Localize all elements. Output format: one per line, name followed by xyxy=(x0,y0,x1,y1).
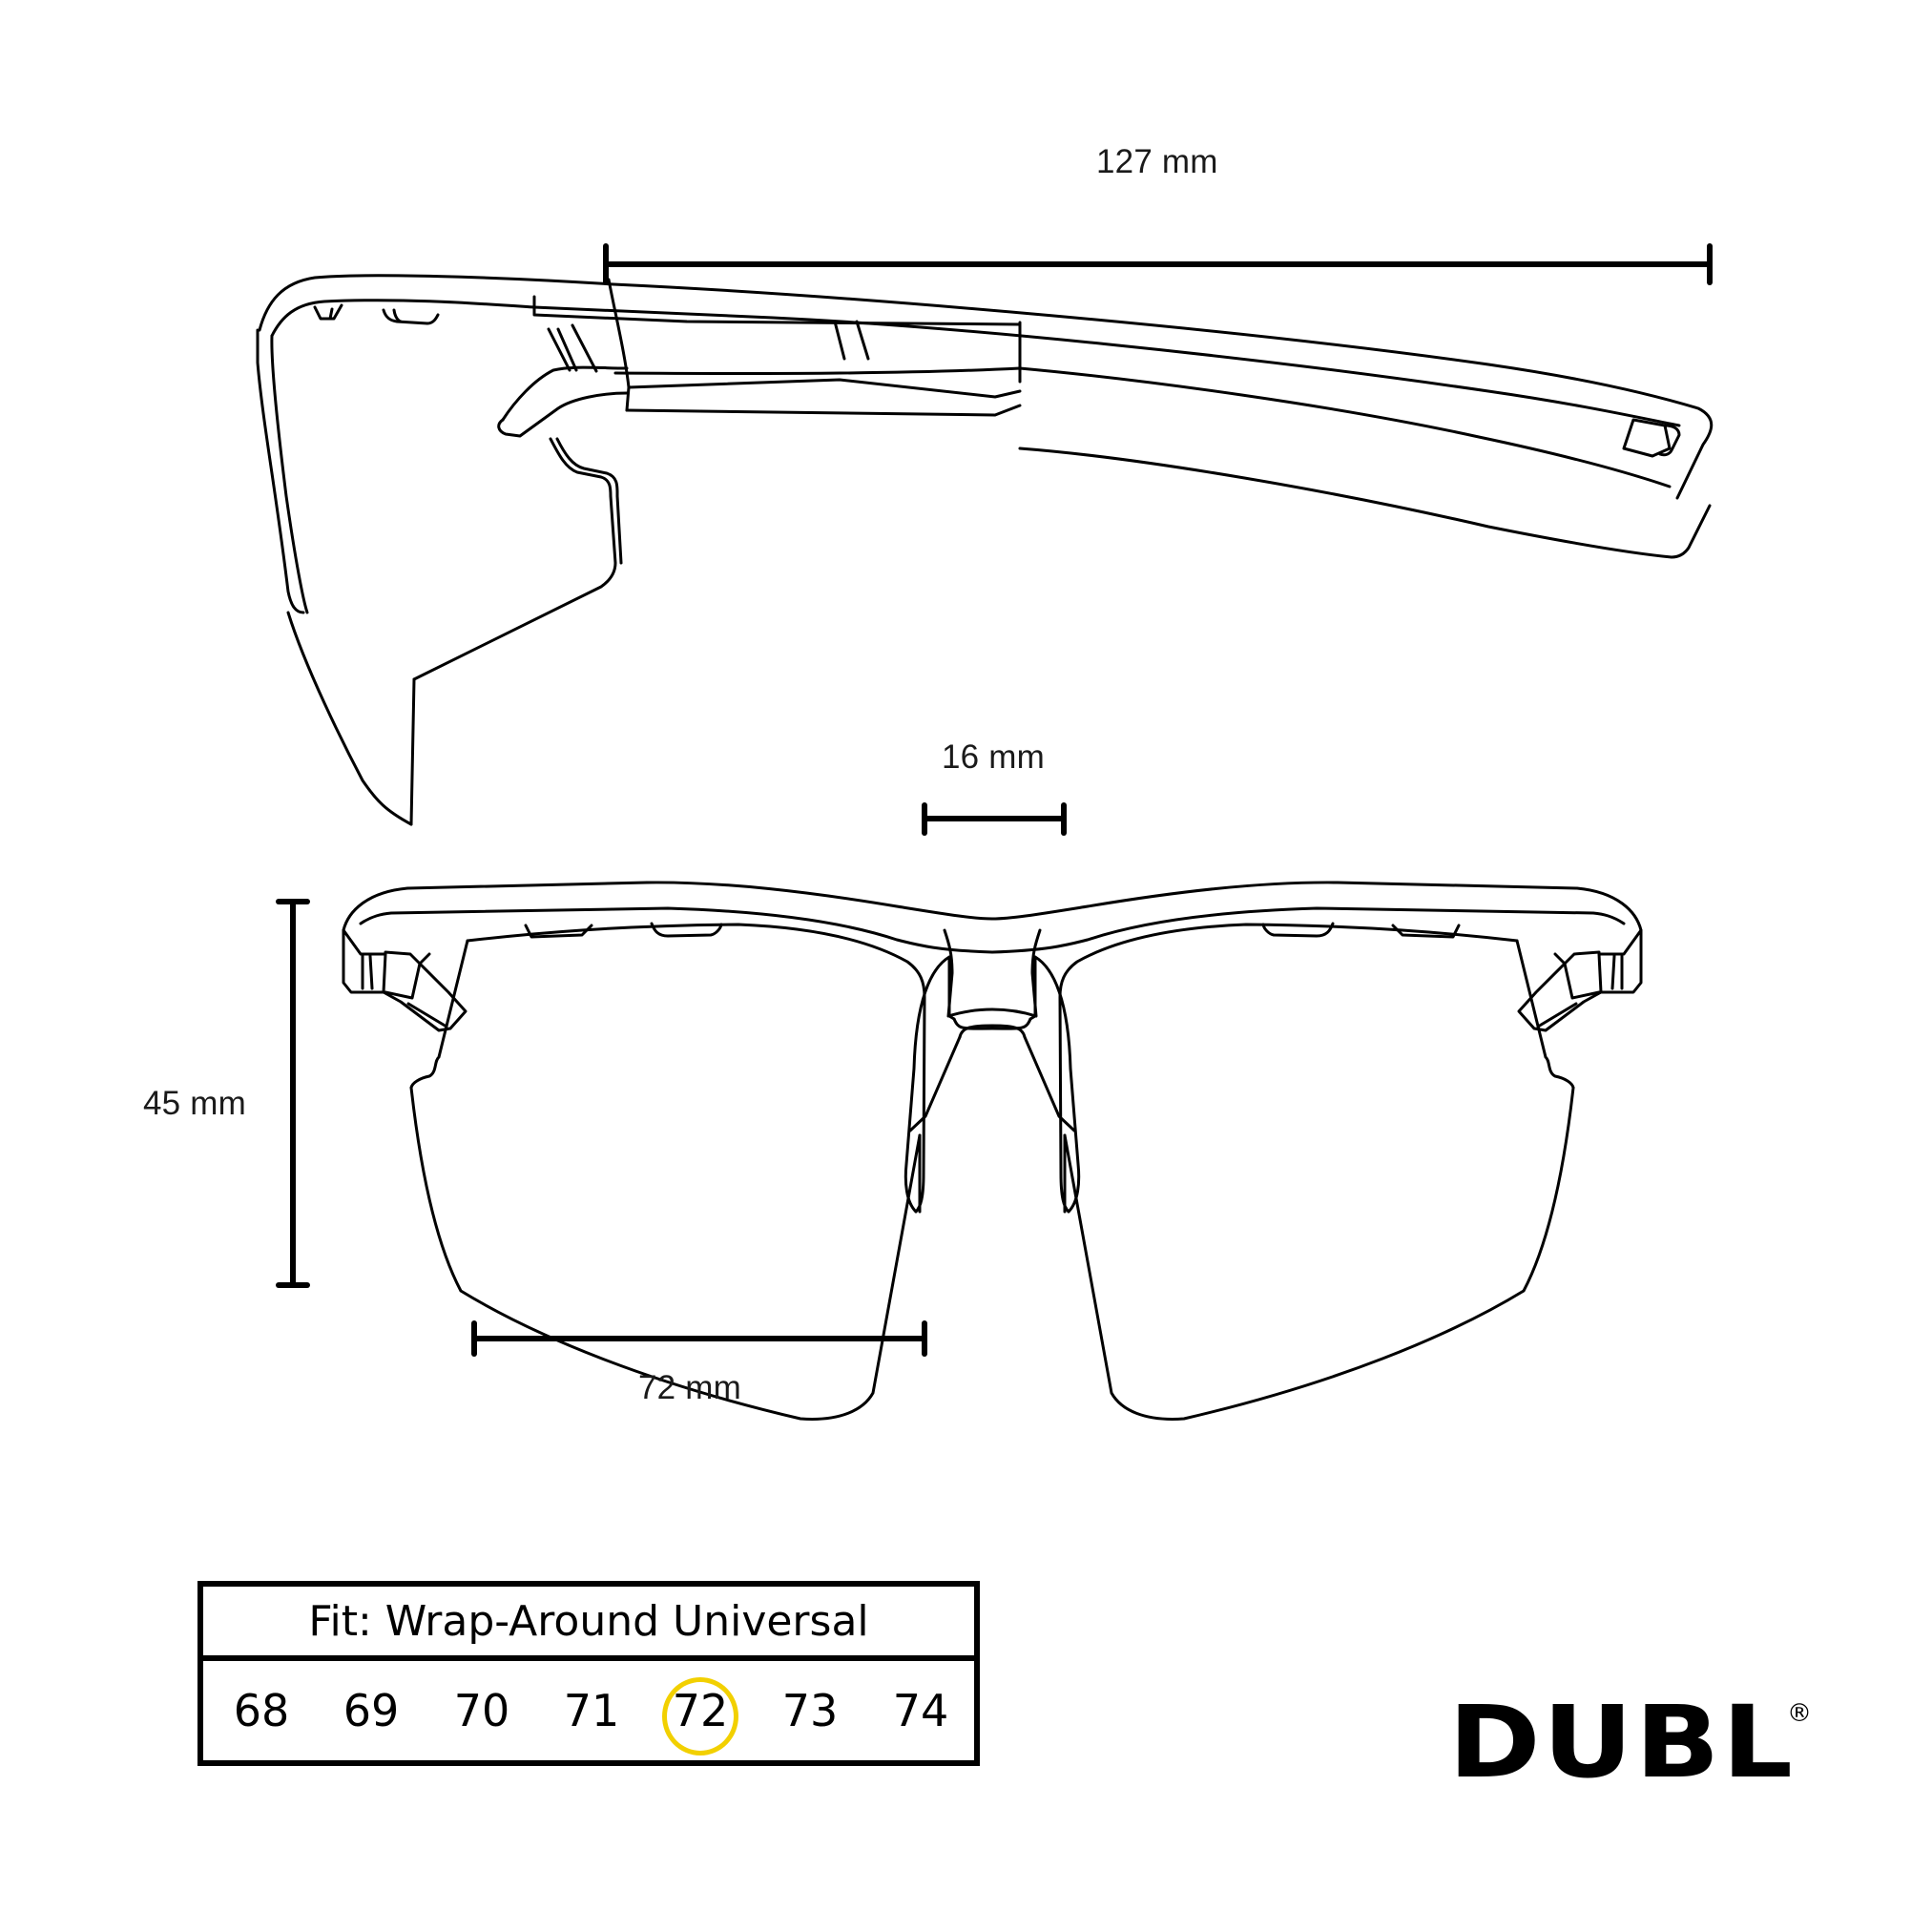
dimension-line-16 xyxy=(922,802,1067,836)
side-view-glasses xyxy=(256,274,1714,826)
dimension-line-72 xyxy=(471,1320,927,1357)
height-dimension-label: 45 mm xyxy=(143,1085,246,1122)
dimension-line-45 xyxy=(276,899,310,1288)
front-view-glasses xyxy=(342,881,1643,1421)
fit-title: Fit: Wrap-Around Universal xyxy=(308,1596,869,1646)
front-nose-bridge xyxy=(908,928,1076,1132)
length-dimension-label: 127 mm xyxy=(1096,143,1218,180)
bridge-dimension-label: 16 mm xyxy=(942,738,1045,776)
size-73: 73 xyxy=(781,1685,839,1736)
registered-mark: ® xyxy=(1787,1699,1812,1728)
lens-width-dimension-label: 72 mm xyxy=(638,1369,741,1406)
size-70: 70 xyxy=(453,1685,510,1736)
size-68: 68 xyxy=(233,1685,290,1736)
dubl-logo: DUBL xyxy=(1448,1684,1796,1800)
dimension-line-127 xyxy=(603,243,1713,285)
front-right-half xyxy=(990,881,1643,1421)
front-left-half xyxy=(342,881,994,1421)
size-71: 71 xyxy=(563,1685,620,1736)
fit-divider xyxy=(197,1655,980,1661)
fit-size-chart: Fit: Wrap-Around Universal 68 69 70 71 7… xyxy=(197,1581,980,1766)
size-72-selected: 72 xyxy=(657,1661,743,1760)
fit-size-row: 68 69 70 71 72 73 74 xyxy=(203,1661,974,1760)
size-74: 74 xyxy=(892,1685,949,1736)
size-69: 69 xyxy=(343,1685,400,1736)
